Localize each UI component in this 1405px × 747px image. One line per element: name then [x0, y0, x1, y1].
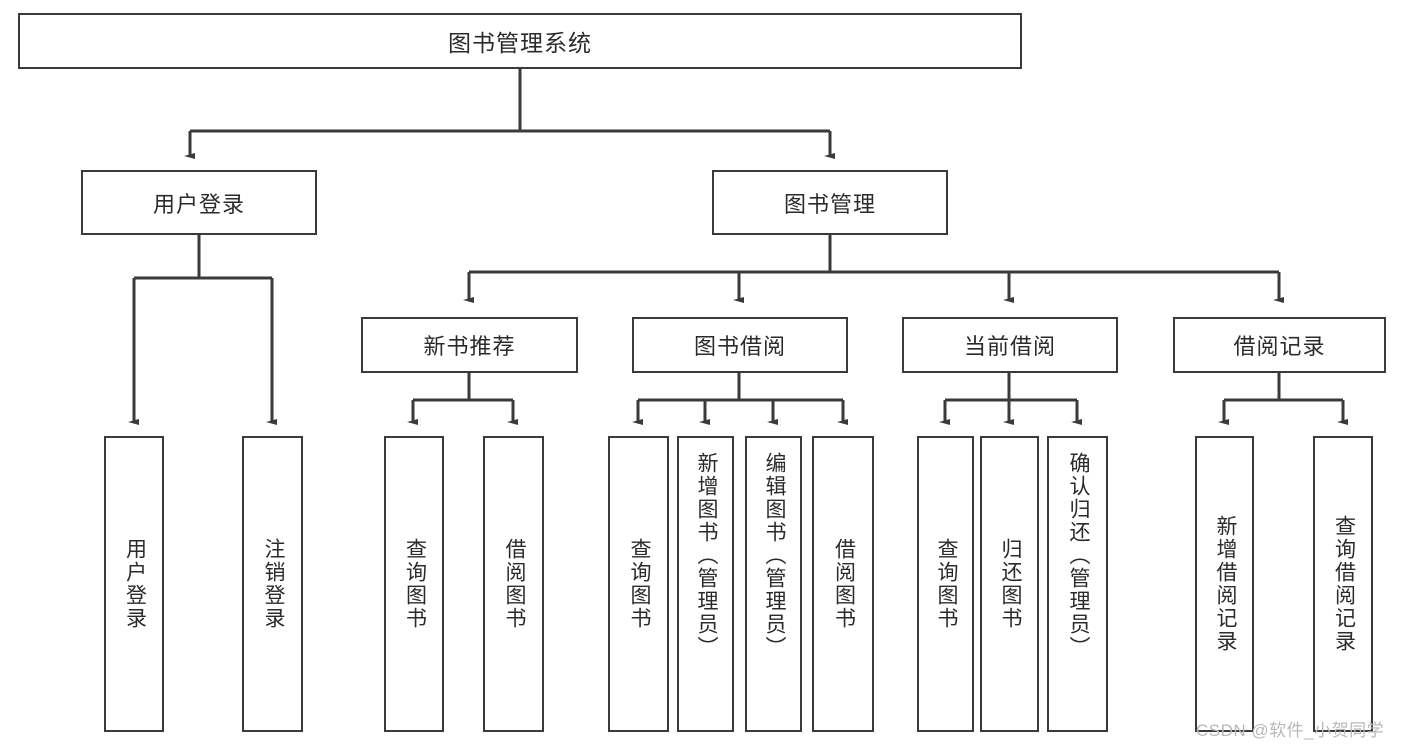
node-book-manage[interactable]: 图书管理 [712, 170, 948, 235]
leaf-node-query-book-borrow[interactable]: 查询图书 [608, 436, 669, 732]
node-book-management-system[interactable]: 图书管理系统 [18, 13, 1022, 69]
node-label: 查询图书 [627, 538, 651, 630]
node-label: 图书管理系统 [448, 30, 592, 56]
leaf-node-borrow-book-recommend[interactable]: 借阅图书 [483, 436, 544, 732]
node-label: 新增图书（管理员） [694, 452, 718, 659]
leaf-node-edit-book[interactable]: 编辑图书（管理员） [745, 436, 802, 732]
node-label: 新书推荐 [423, 334, 516, 359]
node-label: 借阅图书 [832, 538, 856, 630]
leaf-node-add-borrow-record[interactable]: 新增借阅记录 [1195, 436, 1254, 732]
leaf-node-query-book-current[interactable]: 查询图书 [917, 436, 974, 732]
node-borrow-record[interactable]: 借阅记录 [1173, 317, 1386, 373]
node-current-borrow[interactable]: 当前借阅 [902, 317, 1118, 373]
csdn-watermark: CSDN @软件_小贺同学 [1196, 721, 1385, 740]
node-label: 借阅记录 [1233, 334, 1326, 359]
node-label: 查询图书 [934, 538, 958, 630]
node-label: 查询借阅记录 [1332, 515, 1356, 653]
node-label: 当前借阅 [963, 334, 1056, 359]
node-label: 编辑图书（管理员） [762, 452, 786, 659]
leaf-node-logout-login[interactable]: 注销登录 [242, 436, 303, 732]
leaf-node-add-book[interactable]: 新增图书（管理员） [677, 436, 734, 732]
node-label: 图书管理 [783, 191, 876, 217]
node-label: 借阅图书 [502, 538, 526, 630]
node-label: 确认归还（管理员） [1066, 452, 1090, 659]
node-user-login[interactable]: 用户登录 [81, 170, 317, 235]
node-label: 图书借阅 [693, 334, 786, 359]
leaf-node-borrow-book[interactable]: 借阅图书 [812, 436, 874, 732]
node-label: 新增借阅记录 [1213, 515, 1237, 653]
leaf-node-user-login[interactable]: 用户登录 [104, 436, 164, 732]
leaf-node-return-book[interactable]: 归还图书 [980, 436, 1039, 732]
node-label: 用户登录 [123, 538, 147, 630]
node-label: 查询图书 [403, 538, 427, 630]
leaf-node-query-book-recommend[interactable]: 查询图书 [384, 436, 444, 732]
node-label: 注销登录 [261, 538, 285, 630]
node-label: 用户登录 [152, 191, 245, 217]
leaf-node-confirm-return[interactable]: 确认归还（管理员） [1047, 436, 1108, 732]
node-book-borrow[interactable]: 图书借阅 [632, 317, 848, 373]
node-new-book-recommend[interactable]: 新书推荐 [361, 317, 578, 373]
node-label: 归还图书 [998, 538, 1022, 630]
leaf-node-query-borrow-record[interactable]: 查询借阅记录 [1313, 436, 1373, 732]
